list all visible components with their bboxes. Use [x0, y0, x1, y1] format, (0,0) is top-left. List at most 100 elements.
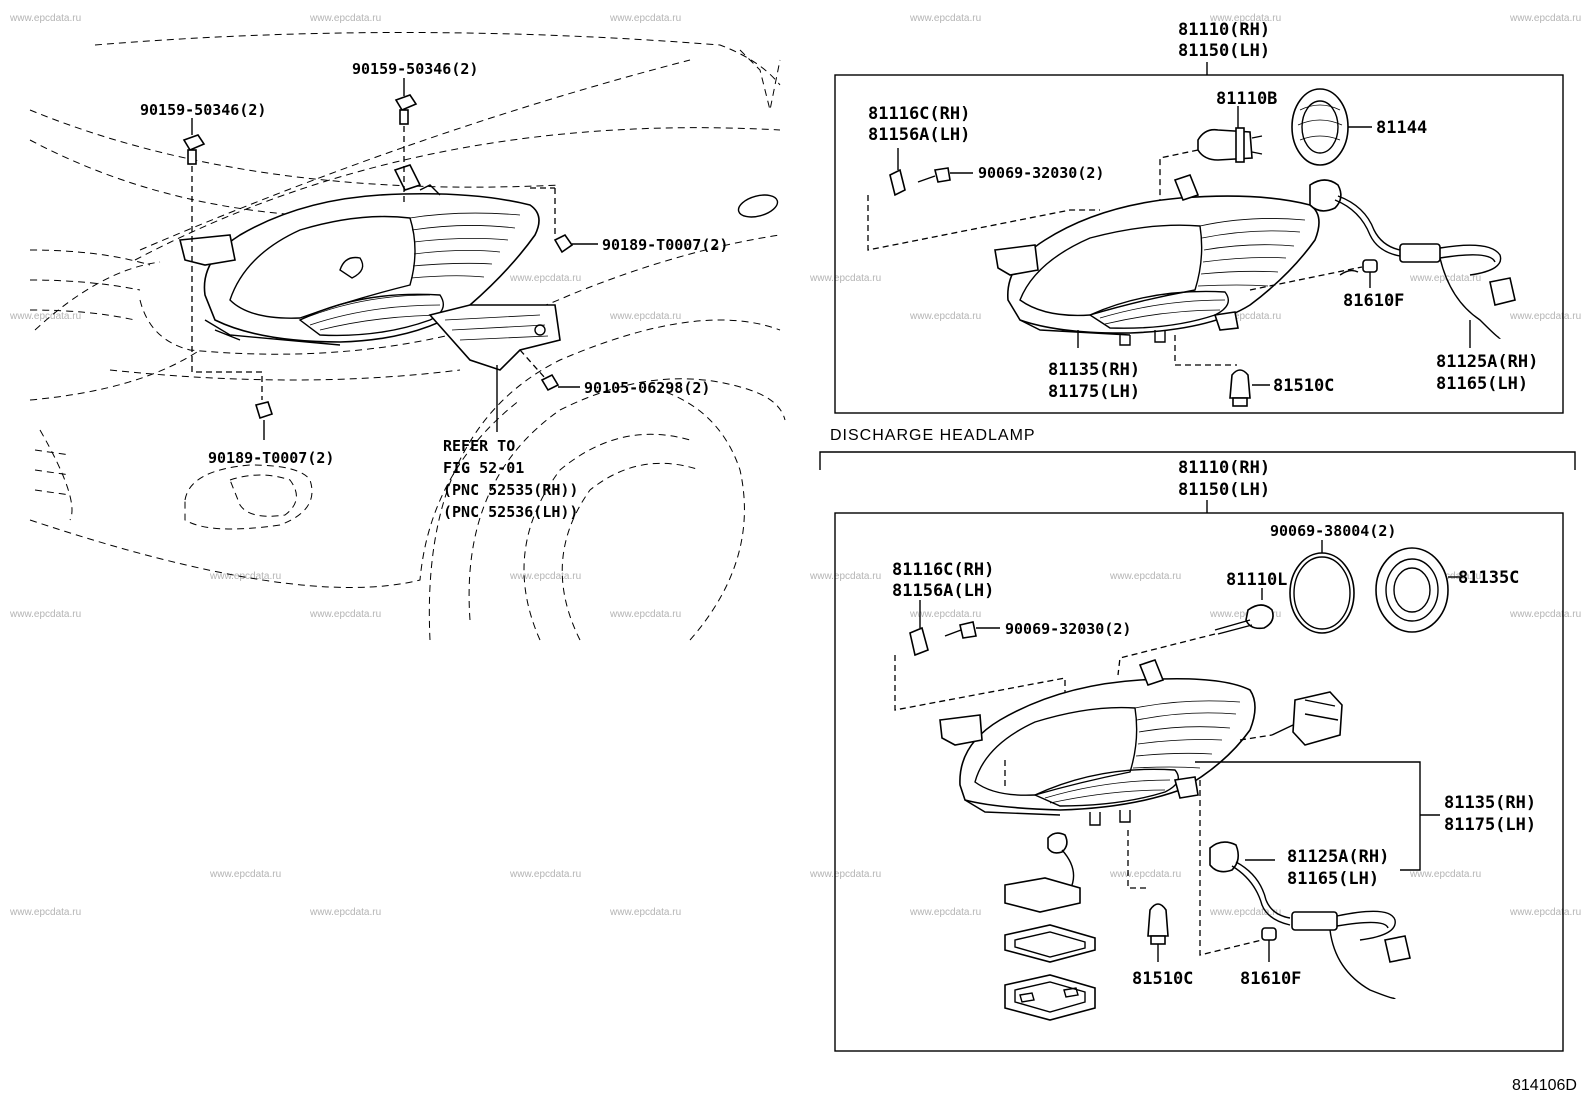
- vehicle-front-illustration: [29, 32, 786, 641]
- part-label-bracket-rh: 81116C(RH): [868, 104, 970, 124]
- socket-icon: [1384, 935, 1411, 963]
- nut-icon: [553, 233, 574, 254]
- watermark: www.epcdata.ru: [609, 13, 681, 24]
- part-label-bulb: 81110L: [1226, 570, 1287, 590]
- small-bulb-icon: [1362, 259, 1378, 273]
- header-label-lh: 81150(LH): [1178, 480, 1270, 500]
- turn-lens-hatch: [1099, 299, 1226, 325]
- watermark: www.epcdata.ru: [609, 311, 681, 322]
- o-ring-icon: [1289, 552, 1355, 634]
- halogen-headlamp-group: 81110(RH) 81150(LH): [834, 20, 1564, 414]
- watermark: www.epcdata.ru: [1109, 571, 1181, 582]
- fender-line: [134, 127, 781, 261]
- watermark: www.epcdata.ru: [309, 907, 381, 918]
- top-mounting-tab: [1138, 659, 1165, 686]
- screw-shank: [944, 629, 962, 637]
- harness-wire: [1337, 195, 1401, 251]
- igniter-icon: [1292, 691, 1343, 746]
- part-label-turn-bulb: 81510C: [1132, 969, 1193, 989]
- part-label-cap: 81135C: [1458, 568, 1519, 588]
- turn-bulb-icon: [1147, 903, 1169, 937]
- bulb-pins: [1251, 135, 1263, 155]
- part-label-housing-lh: 81175(LH): [1444, 815, 1536, 835]
- part-label-bolt: 90159-50346(2): [352, 60, 478, 78]
- watermark: www.epcdata.ru: [1509, 13, 1581, 24]
- turn-bulb-icon: [1229, 369, 1251, 399]
- left-labels: 90159-50346(2) 90159-50346(2) 90189-T000…: [140, 60, 728, 521]
- headlamp-lens-inner: [229, 215, 416, 319]
- bulb-base: [1232, 397, 1248, 407]
- part-label-bracket-lh: 81156A(LH): [868, 125, 970, 145]
- part-label-socket-rh: 81125A(RH): [1287, 847, 1389, 867]
- reflector-hatch: [409, 212, 521, 279]
- top-mounting-tab: [393, 164, 422, 191]
- fog-lamp-outline: [184, 464, 313, 530]
- left-headlamp-assembly: [178, 164, 561, 371]
- watermark: www.epcdata.ru: [9, 311, 81, 322]
- leader-line: [191, 166, 263, 400]
- header-label-rh: 81110(RH): [1178, 20, 1270, 40]
- socket-connector-icon: [1291, 911, 1338, 931]
- wheel-line: [523, 433, 691, 641]
- harness-loop: [1439, 244, 1502, 276]
- watermark: www.epcdata.ru: [9, 13, 81, 24]
- leader-line: [867, 195, 1100, 251]
- leader-line: [1174, 335, 1237, 366]
- watermark: www.epcdata.ru: [1209, 609, 1281, 620]
- watermark: www.epcdata.ru: [809, 869, 881, 880]
- bolt-head-icon: [394, 94, 418, 112]
- refer-note-line: REFER TO: [443, 437, 515, 455]
- watermark: www.epcdata.ru: [1509, 311, 1581, 322]
- bracket-clip-icon: [889, 168, 906, 197]
- housing-tab: [1173, 776, 1199, 799]
- housing-leader: [1195, 761, 1440, 871]
- socket-connector-icon: [1399, 243, 1441, 263]
- bumper-line: [109, 369, 461, 381]
- harness-wire: [1439, 257, 1501, 339]
- wheel-line: [659, 389, 745, 641]
- cover-hatch: [1297, 104, 1343, 141]
- o-ring-inner: [1293, 556, 1351, 630]
- cover-inner: [1301, 100, 1339, 154]
- part-label-bracket-rh: 81116C(RH): [892, 560, 994, 580]
- housing-tab: [1213, 311, 1239, 331]
- housing-bottom: [964, 799, 1131, 826]
- igniter-detail: [1304, 699, 1339, 721]
- igniter-stem: [1271, 724, 1294, 736]
- screw-icon: [934, 167, 951, 183]
- part-label-screw: 90069-32030(2): [1005, 620, 1131, 638]
- turn-lens: [1088, 290, 1229, 329]
- watermark: www.epcdata.ru: [9, 609, 81, 620]
- part-label-screw: 90069-32030(2): [978, 164, 1104, 182]
- screw-icon: [540, 373, 560, 392]
- fog-lamp-outline: [229, 474, 297, 517]
- mounting-bracket: [939, 714, 983, 746]
- part-label-socket-lh: 81165(LH): [1436, 374, 1528, 394]
- bulb-stem: [1214, 619, 1253, 635]
- left-fasteners: [182, 78, 598, 440]
- refer-note-line: (PNC 52536(LH)): [443, 503, 578, 521]
- headlamp-housing: [203, 192, 540, 343]
- part-label-o-ring: 90069-38004(2): [1270, 522, 1396, 540]
- watermark: www.epcdata.ru: [309, 13, 381, 24]
- watermark: www.epcdata.ru: [509, 273, 581, 284]
- screw-shank: [917, 175, 936, 183]
- part-label-housing-lh: 81175(LH): [1048, 382, 1140, 402]
- side-marker-outline: [737, 194, 779, 218]
- bracket-clip-icon: [909, 626, 929, 657]
- part-label-nut: 90189-T0007(2): [602, 236, 728, 254]
- reflector-hatch: [1197, 218, 1306, 287]
- harness-wire: [1334, 199, 1401, 257]
- bumper-line: [29, 349, 201, 401]
- watermark: www.epcdata.ru: [809, 571, 881, 582]
- housing-bottom: [1019, 319, 1166, 346]
- socket-icon: [1489, 277, 1516, 306]
- watermark: www.epcdata.ru: [1209, 907, 1281, 918]
- watermark: www.epcdata.ru: [1209, 13, 1281, 24]
- part-label-screw: 90105-06298(2): [584, 379, 710, 397]
- ballast-terminals: [1019, 987, 1079, 1003]
- watermark: www.epcdata.ru: [9, 907, 81, 918]
- part-label-small-bulb: 81610F: [1343, 291, 1404, 311]
- headlamp-housing: [959, 677, 1256, 811]
